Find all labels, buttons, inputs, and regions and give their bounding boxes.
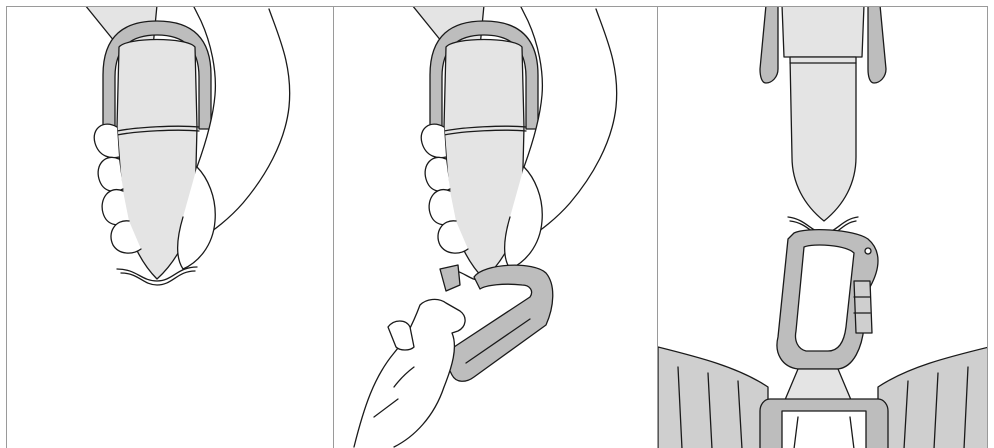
left-hand-finger-4	[110, 220, 142, 254]
left-hand-thumb	[504, 166, 543, 270]
rubber-band	[116, 125, 200, 132]
left-hand-finger-2	[424, 156, 451, 192]
carabiner-gate	[439, 264, 461, 292]
left-hand-finger-1	[93, 123, 120, 159]
step-3-panel	[657, 6, 988, 448]
buckle-strap-top	[781, 7, 865, 58]
step-2-panel	[333, 6, 658, 448]
step-2-illustration	[353, 7, 618, 448]
lower-hand-thumb	[387, 320, 415, 351]
strap-loop-bottom	[116, 266, 198, 282]
lower-hand	[353, 298, 466, 448]
locking-sleeve	[853, 280, 873, 334]
gate-pin	[864, 247, 872, 255]
left-hand-finger-4	[437, 220, 469, 254]
buckle-left	[759, 7, 779, 84]
strap	[789, 56, 857, 222]
rubber-band	[443, 125, 527, 132]
harness-left-pad	[658, 346, 769, 448]
step-3-illustration	[658, 7, 987, 448]
left-hand-thumb	[177, 166, 216, 270]
right-hand	[520, 7, 618, 238]
carabiner-inner	[794, 244, 855, 352]
step-1-illustration	[85, 7, 291, 286]
buckle-right	[867, 7, 887, 84]
left-hand-finger-1	[420, 123, 447, 159]
step-1-panel	[6, 6, 334, 448]
left-hand-finger-2	[97, 156, 124, 192]
harness-right-pad	[877, 346, 987, 448]
right-hand	[193, 7, 291, 238]
carabiner	[444, 264, 554, 382]
